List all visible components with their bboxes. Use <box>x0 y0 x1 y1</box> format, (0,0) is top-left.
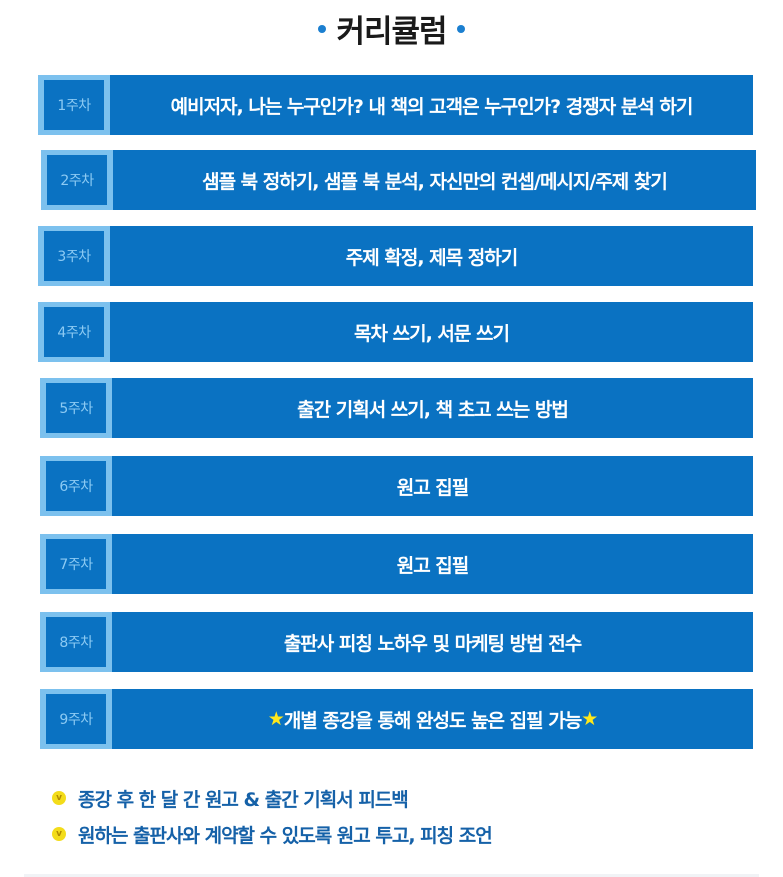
week-topic: 원고 집필 <box>112 534 753 594</box>
note-text: 종강 후 한 달 간 원고 & 출간 기획서 피드백 <box>78 788 409 811</box>
curriculum-row-8: 8주차 출판사 피칭 노하우 및 마케팅 방법 전수 <box>40 612 753 672</box>
week-label: 6주차 <box>46 461 106 511</box>
curriculum-row-7: 7주차 원고 집필 <box>40 534 753 594</box>
week-badge: 2주차 <box>41 150 113 210</box>
week-topic-text: 개별 종강을 통해 완성도 높은 집필 가능 <box>283 709 582 732</box>
bullet-dot-icon <box>456 25 465 33</box>
week-badge: 1주차 <box>38 75 110 135</box>
week-label: 8주차 <box>46 617 106 667</box>
note-item: v 원하는 출판사와 계약할 수 있도록 원고 투고, 피칭 조언 <box>52 816 493 852</box>
check-badge-icon: v <box>52 791 66 805</box>
week-badge: 3주차 <box>38 226 110 286</box>
curriculum-row-6: 6주차 원고 집필 <box>40 456 753 516</box>
week-label: 1주차 <box>44 80 104 130</box>
week-topic: 출간 기획서 쓰기, 책 초고 쓰는 방법 <box>112 378 753 438</box>
star-icon: ★ <box>267 708 285 730</box>
notes-list: v 종강 후 한 달 간 원고 & 출간 기획서 피드백 v 원하는 출판사와 … <box>52 780 493 852</box>
week-topic: 출판사 피칭 노하우 및 마케팅 방법 전수 <box>112 612 753 672</box>
section-header: 커리큘럼 <box>0 0 783 56</box>
week-badge: 8주차 <box>40 612 112 672</box>
week-label: 3주차 <box>44 231 104 281</box>
bullet-dot-icon <box>318 25 327 33</box>
week-topic: 목차 쓰기, 서문 쓰기 <box>110 302 753 362</box>
week-topic: 예비저자, 나는 누구인가? 내 책의 고객은 누구인가? 경쟁자 분석 하기 <box>110 75 753 135</box>
week-badge: 6주차 <box>40 456 112 516</box>
curriculum-row-5: 5주차 출간 기획서 쓰기, 책 초고 쓰는 방법 <box>40 378 753 438</box>
week-topic: 원고 집필 <box>112 456 753 516</box>
note-text: 원하는 출판사와 계약할 수 있도록 원고 투고, 피칭 조언 <box>78 824 493 847</box>
curriculum-row-2: 2주차 샘플 북 정하기, 샘플 북 분석, 자신만의 컨셉/메시지/주제 찾기 <box>41 150 756 210</box>
week-topic: ★ 개별 종강을 통해 완성도 높은 집필 가능 ★ <box>112 689 753 749</box>
week-label: 2주차 <box>47 155 107 205</box>
curriculum-row-9: 9주차 ★ 개별 종강을 통해 완성도 높은 집필 가능 ★ <box>40 689 753 749</box>
check-badge-icon: v <box>52 827 66 841</box>
week-topic: 주제 확정, 제목 정하기 <box>110 226 753 286</box>
note-item: v 종강 후 한 달 간 원고 & 출간 기획서 피드백 <box>52 780 492 816</box>
week-label: 4주차 <box>44 307 104 357</box>
week-badge: 7주차 <box>40 534 112 594</box>
divider <box>24 874 759 877</box>
curriculum-row-4: 4주차 목차 쓰기, 서문 쓰기 <box>38 302 753 362</box>
star-icon: ★ <box>581 708 598 730</box>
week-label: 9주차 <box>46 694 106 744</box>
curriculum-row-1: 1주차 예비저자, 나는 누구인가? 내 책의 고객은 누구인가? 경쟁자 분석… <box>38 75 753 135</box>
week-label: 5주차 <box>46 383 106 433</box>
curriculum-row-3: 3주차 주제 확정, 제목 정하기 <box>38 226 753 286</box>
week-badge: 4주차 <box>38 302 110 362</box>
page-title: 커리큘럼 <box>336 13 447 50</box>
week-label: 7주차 <box>46 539 106 589</box>
week-topic: 샘플 북 정하기, 샘플 북 분석, 자신만의 컨셉/메시지/주제 찾기 <box>113 150 756 210</box>
week-badge: 5주차 <box>40 378 112 438</box>
week-badge: 9주차 <box>40 689 112 749</box>
